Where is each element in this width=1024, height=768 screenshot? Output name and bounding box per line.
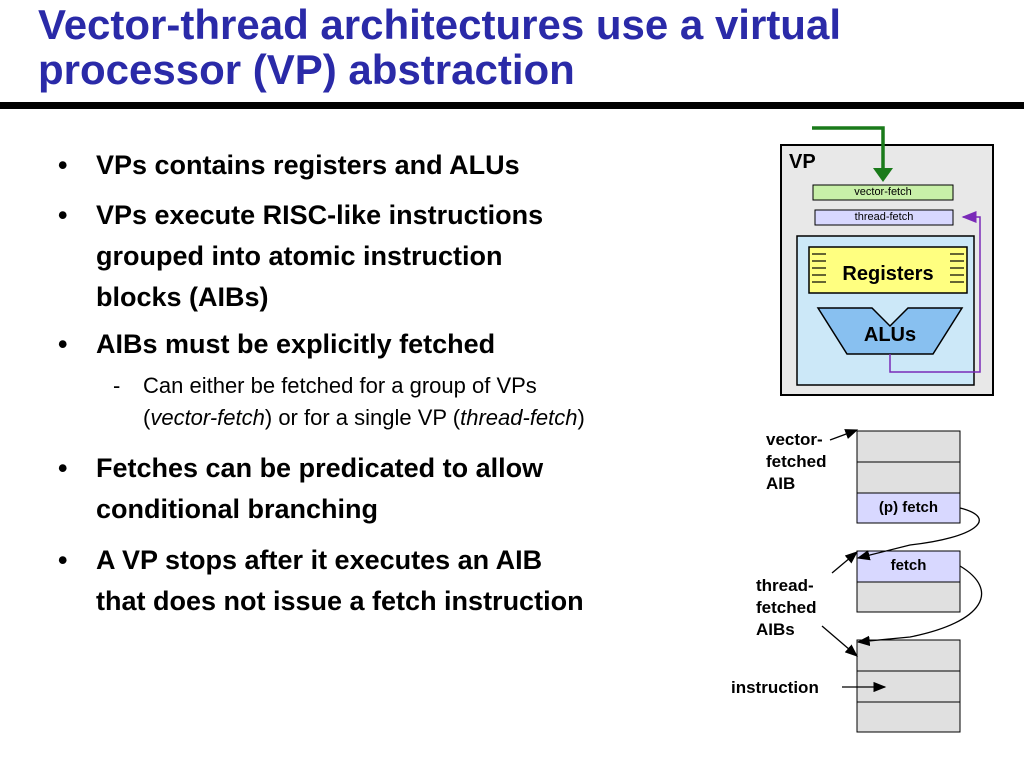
thread-fetched-pointer — [831, 551, 858, 574]
bullet-list: VPs contains registers and ALUs VPs exec… — [0, 0, 740, 768]
thread-fetch-box — [814, 209, 954, 226]
label-line: fetched — [766, 452, 827, 471]
vector-fetched-pointer — [829, 429, 859, 441]
alus-label: ALUs — [863, 324, 917, 346]
slide-title-line-1: Vector-thread architectures use a virtua… — [38, 1, 841, 48]
slide-title-line-2: processor (VP) abstraction — [38, 46, 575, 93]
bullet-text-line: conditional branching — [96, 494, 378, 524]
bullet-text: VPs contains registers and ALUs — [96, 150, 520, 180]
vector-fetch-arrow — [812, 126, 893, 182]
label-line: vector- — [766, 430, 823, 449]
paren-open: ( — [143, 405, 151, 430]
thread-fetched-aib-table-2 — [856, 639, 961, 733]
sub-bullet-mid: ) or for a single VP ( — [264, 405, 461, 430]
label-line: AIBs — [756, 620, 795, 639]
register-ticks-left — [812, 253, 826, 283]
bullet-text: AIBs must be explicitly fetched — [96, 329, 496, 359]
label-line: fetched — [756, 598, 817, 617]
bullet-text-line: A VP stops after it executes an AIB — [96, 545, 543, 575]
term-vector-fetch: vector-fetch — [150, 405, 265, 430]
bullet-vps-contain: VPs contains registers and ALUs — [58, 145, 726, 186]
title-divider — [0, 102, 1024, 109]
thread-fetch-label: thread-fetch — [854, 211, 914, 223]
thread-fetch-loop-arrow — [889, 211, 981, 373]
sub-bullet-line-1: Can either be fetched for a group of VPs — [143, 373, 537, 398]
p-fetch-cell-label: (p) fetch — [878, 499, 939, 516]
bullet-text-line: blocks (AIBs) — [96, 282, 269, 312]
vp-label: VP — [789, 151, 816, 173]
registers-label: Registers — [842, 263, 934, 285]
vector-fetch-box — [812, 184, 954, 201]
thread-fetched-aibs-label: thread- fetched AIBs — [756, 575, 816, 641]
bullet-text-line: that does not issue a fetch instruction — [96, 586, 584, 616]
alus-shape — [816, 307, 964, 355]
paren-close: ) — [577, 405, 585, 430]
bullet-text-line: Fetches can be predicated to allow — [96, 453, 544, 483]
vector-fetched-aib-label: vector- fetched AIB — [766, 429, 826, 495]
sub-bullet-fetch-modes: Can either be fetched for a group of VPs… — [113, 370, 733, 434]
bullet-text-line: VPs execute RISC-like instructions — [96, 200, 544, 230]
label-line: thread- — [756, 576, 814, 595]
thread-fetched-pointer-2 — [821, 625, 858, 657]
bullet-vp-stops: A VP stops after it executes an AIB that… — [58, 540, 726, 622]
bullet-aibs-fetched: AIBs must be explicitly fetched — [58, 324, 726, 365]
slide-title: Vector-thread architectures use a virtua… — [38, 2, 1018, 92]
bullet-vps-execute: VPs execute RISC-like instructions group… — [58, 195, 726, 318]
sub-bullet-line-2: (vector-fetch) or for a single VP (threa… — [143, 402, 733, 434]
vector-fetch-label: vector-fetch — [854, 186, 912, 198]
term-thread-fetch: thread-fetch — [460, 405, 578, 430]
registers-box — [808, 246, 968, 294]
fetch-cell-label: fetch — [890, 557, 927, 574]
p-fetch-curve-arrow — [856, 507, 980, 561]
register-ticks-right — [950, 253, 964, 283]
label-line: AIB — [766, 474, 796, 493]
instruction-label: instruction — [731, 678, 819, 697]
bullet-text-line: grouped into atomic instruction — [96, 241, 503, 271]
thread-fetched-aib-table-1 — [856, 550, 961, 613]
fetch-curve-arrow — [856, 565, 983, 647]
bullet-predicated: Fetches can be predicated to allow condi… — [58, 448, 726, 530]
